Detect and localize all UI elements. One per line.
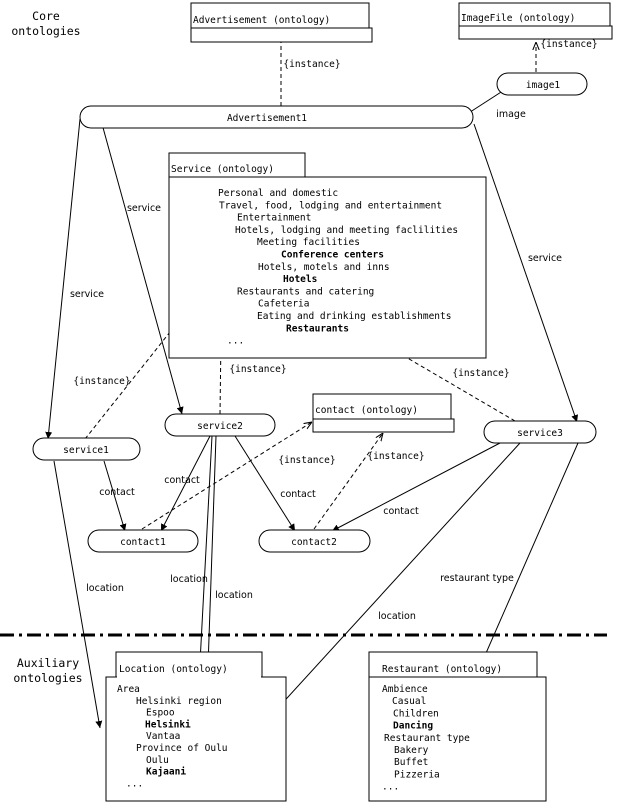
label-location-3: location (215, 590, 253, 601)
service-tree-item: Hotels (283, 274, 317, 285)
label-instance-contact2: {instance} (367, 451, 424, 462)
service-class-title: Service (ontology) (171, 164, 274, 175)
edge-service1-contact1 (103, 460, 127, 532)
location-tree-item: Oulu (146, 755, 169, 766)
auxiliary-label-2: ontologies (13, 671, 82, 685)
contact-class-box: contact (ontology) (312, 393, 455, 433)
service-tree-item: Eating and drinking establishments (257, 311, 451, 322)
service-tree-item: Entertainment (237, 213, 311, 224)
advertisement-class-title: Advertisement (ontology) (193, 15, 330, 26)
label-instance-image1: {instance} (540, 39, 597, 50)
contact1-node: contact1 (87, 529, 199, 553)
service-tree-item: Personal and domestic (218, 188, 338, 199)
image1-label: image1 (526, 80, 561, 91)
restaurant-tree-item: Ambience (382, 684, 428, 695)
service-class-box: Service (ontology) Personal and domestic… (168, 152, 487, 359)
label-restaurant-type: restaurant type (440, 573, 514, 584)
location-tree-item: ... (126, 778, 143, 789)
location-tree-item: Vantaa (146, 731, 180, 742)
advertisement-class-box: Advertisement (ontology) (190, 2, 373, 43)
image1-node: image1 (496, 72, 588, 96)
service-tree-item: Cafeteria (258, 299, 309, 310)
label-contact-1: contact (99, 487, 135, 498)
restaurant-tree-item: Buffet (394, 757, 428, 768)
service3-label: service3 (517, 428, 563, 439)
core-label-1: Core (32, 9, 60, 23)
service2-label: service2 (197, 421, 243, 432)
label-service-1: service (70, 289, 104, 300)
service-tree-item: Meeting facilities (257, 237, 360, 248)
restaurant-tree-item: Pizzeria (394, 769, 440, 780)
imagefile-class-title: ImageFile (ontology) (461, 13, 575, 24)
edge-ad1-service2 (101, 123, 184, 415)
restaurant-class-box: Restaurant (ontology) AmbienceCasualChil… (368, 651, 547, 802)
contact2-label: contact2 (291, 537, 337, 548)
label-contact-4: contact (383, 506, 419, 517)
edge-contact1-instance (141, 422, 312, 530)
imagefile-class-box: ImageFile (ontology) (458, 2, 613, 40)
contact-class-title: contact (ontology) (315, 405, 418, 416)
edge-ad1-service3 (473, 123, 579, 423)
label-instance-service2: {instance} (229, 364, 286, 375)
auxiliary-label-1: Auxiliary (17, 656, 79, 670)
label-location-2: location (170, 574, 208, 585)
label-location-4: location (378, 611, 416, 622)
edge-contact2-instance (313, 433, 383, 530)
restaurant-tree: AmbienceCasualChildrenDancingRestaurant … (382, 684, 470, 793)
contact2-node: contact2 (258, 529, 371, 553)
restaurant-tree-item: Restaurant type (384, 733, 470, 744)
service3-node: service3 (483, 420, 597, 444)
service-tree-item: Restaurants (286, 323, 349, 334)
edge-ad1-service1 (45, 118, 81, 440)
label-service-3: service (528, 253, 562, 264)
advertisement1-node: Advertisement1 (79, 105, 474, 129)
restaurant-class-title: Restaurant (ontology) (382, 664, 502, 675)
restaurant-tree-item: Casual (392, 696, 426, 707)
label-service-2: service (127, 203, 161, 214)
advertisement1-label: Advertisement1 (227, 113, 307, 124)
restaurant-tree-item: ... (382, 782, 399, 793)
location-tree-item: Helsinki region (136, 696, 222, 707)
location-tree-item: Espoo (146, 708, 175, 719)
label-instance-contact1: {instance} (278, 455, 335, 466)
service-tree-item: Hotels, motels and inns (258, 262, 390, 273)
edge-service2-contact1 (160, 435, 211, 532)
core-label-2: ontologies (11, 24, 80, 38)
service2-node: service2 (164, 413, 276, 437)
service1-label: service1 (63, 445, 109, 456)
edge-service3-contact2 (331, 442, 501, 532)
service-tree-item: Conference centers (281, 250, 384, 261)
restaurant-tree-item: Children (393, 708, 439, 719)
label-contact-3: contact (280, 489, 316, 500)
service-tree-item: Hotels, lodging and meeting faclilities (235, 225, 458, 236)
label-instance-ad1: {instance} (283, 59, 340, 70)
restaurant-tree-item: Dancing (393, 721, 433, 732)
edge-service3-instance (363, 332, 516, 422)
label-location-1: location (86, 583, 124, 594)
service1-node: service1 (32, 437, 141, 461)
location-tree-item: Area (117, 684, 140, 695)
location-tree-item: Helsinki (145, 719, 191, 730)
service-tree-item: Travel, food, lodging and entertainment (219, 200, 442, 211)
restaurant-tree-item: Bakery (394, 745, 429, 756)
label-contact-2: contact (164, 475, 200, 486)
contact1-label: contact1 (120, 537, 166, 548)
location-class-title: Location (ontology) (119, 664, 228, 675)
label-image: image (496, 109, 526, 120)
edge-service2-contact2 (234, 435, 296, 532)
location-tree-item: Province of Oulu (136, 743, 228, 754)
service-tree-item: ... (227, 336, 244, 347)
label-instance-service3: {instance} (452, 368, 509, 379)
edge-service1-location (53, 460, 103, 729)
location-tree-item: Kajaani (146, 767, 186, 778)
label-instance-service1: {instance} (73, 376, 130, 387)
service-tree-item: Restaurants and catering (237, 286, 374, 297)
